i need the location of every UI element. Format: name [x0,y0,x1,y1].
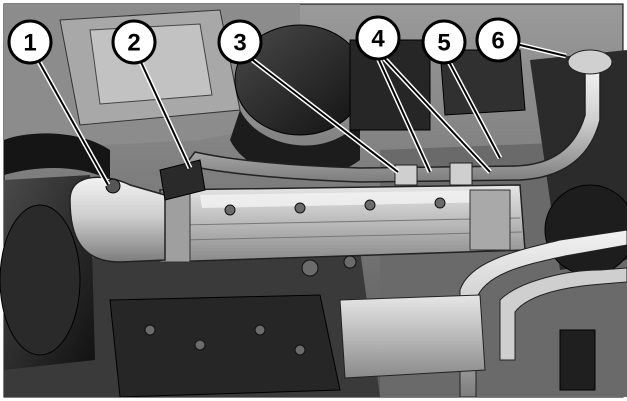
callout-2: 2 [111,19,157,65]
coolant-tube [159,49,613,201]
callout-1-label: 1 [23,30,36,57]
callout-5: 5 [421,19,467,65]
bolts [144,197,446,356]
coolant-elbow [69,176,166,263]
callout-6: 6 [475,17,521,63]
right-side-tubes [339,229,627,398]
turbo-hoses [4,24,526,180]
callout-6-label: 6 [491,28,504,55]
egr-cooler [159,184,526,263]
callout-3: 3 [217,19,263,65]
callout-1: 1 [7,19,53,65]
callout-3-label: 3 [233,30,246,57]
callout-2-label: 2 [127,30,140,57]
callout-5-label: 5 [437,30,450,57]
callout-4-label: 4 [371,26,385,53]
leader-lines [35,41,567,187]
callout-4: 4 [355,15,401,61]
